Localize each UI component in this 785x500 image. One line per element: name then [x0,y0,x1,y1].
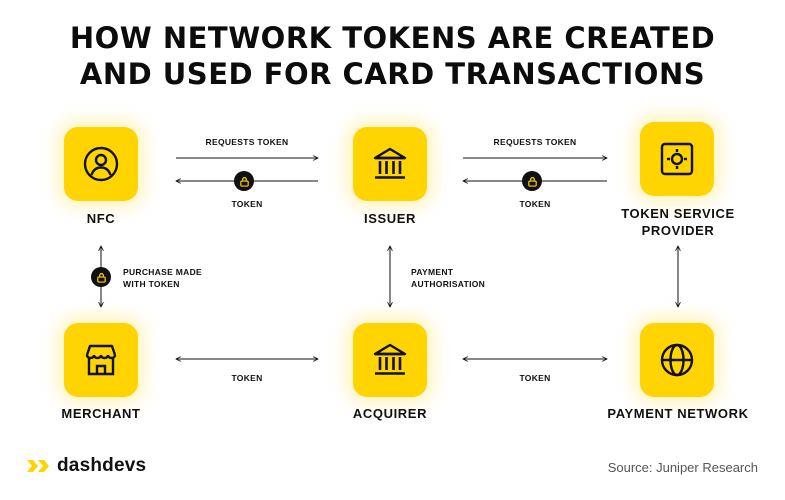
edge-label-issuer-tsp-token: TOKEN [519,199,551,209]
payment-network-node [640,323,714,397]
bank-icon [373,343,407,375]
edge-label-acquirer-network: TOKEN [519,373,551,383]
logo-mark-icon [27,460,49,472]
title-line-2: AND USED FOR CARD TRANSACTIONS [79,57,706,91]
diagram-title: HOW NETWORK TOKENS ARE CREATED AND USED … [0,20,785,92]
tsp-label-line-1: TOKEN SERVICE [621,206,735,221]
payment-network-label: PAYMENT NETWORK [607,406,749,421]
user-circle-icon [83,146,119,182]
lock-icon [96,272,106,283]
source-credit: Source: Juniper Research [607,460,758,475]
lock-badge-nfc-merchant [91,267,111,287]
acquirer-node [353,323,427,397]
shop-icon [85,344,117,376]
edge-label-nfc-issuer-request: REQUESTS TOKEN [205,137,289,147]
lock-badge-nfc-issuer [234,171,254,191]
edge-label-nfc-merchant: PURCHASE MADE WITH TOKEN [123,266,202,290]
nfc-label: NFC [86,211,116,226]
logo-text: dashdevs [57,455,147,476]
edge-label-merchant-acquirer: TOKEN [231,373,263,383]
edge-label-nfc-merchant-line-1: PURCHASE MADE [123,267,202,277]
edge-label-nfc-merchant-line-2: WITH TOKEN [123,279,180,289]
bank-icon [373,147,407,179]
acquirer-label: ACQUIRER [352,406,428,421]
lock-badge-issuer-tsp [522,171,542,191]
title-line-1: HOW NETWORK TOKENS ARE CREATED [69,21,716,55]
token-service-provider-node [640,122,714,196]
issuer-label: ISSUER [363,211,416,226]
dashdevs-logo: dashdevs [26,455,146,477]
merchant-node [64,323,138,397]
edge-label-issuer-acquirer-line-2: AUTHORISATION [411,279,486,289]
edge-label-issuer-acquirer-line-1: PAYMENT [411,267,454,277]
edge-label-issuer-acquirer: PAYMENT AUTHORISATION [411,266,485,290]
edge-label-nfc-issuer-token: TOKEN [231,199,263,209]
edge-label-issuer-tsp-request: REQUESTS TOKEN [493,137,577,147]
token-service-provider-label: TOKEN SERVICE PROVIDER [598,205,758,239]
vault-icon [660,142,694,176]
merchant-label: MERCHANT [61,406,141,421]
lock-icon [239,176,249,187]
lock-icon [527,176,537,187]
issuer-node [353,127,427,201]
tsp-label-line-2: PROVIDER [641,223,715,238]
globe-icon [660,343,694,377]
nfc-node [64,127,138,201]
